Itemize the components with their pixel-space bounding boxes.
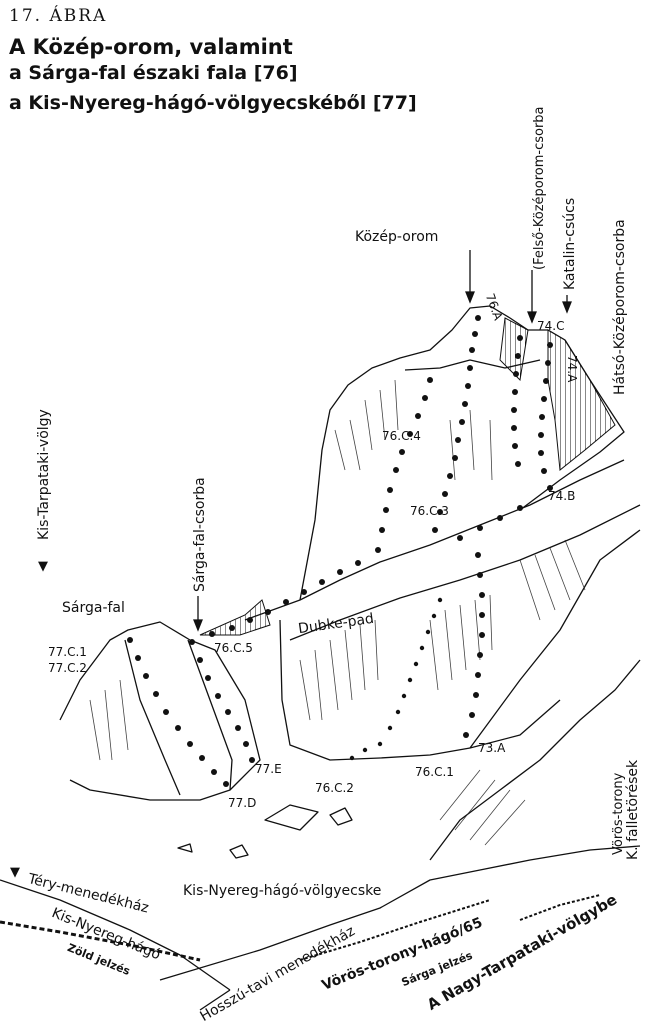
figure-number: 17. ÁBRA bbox=[9, 6, 108, 26]
route-code-76C5: 76.C.5 bbox=[214, 641, 253, 655]
rock-texture bbox=[89, 379, 586, 846]
figure-subtitle-2: a Kis-Nyereg-hágó-völgyecskéből [77] bbox=[9, 92, 417, 114]
route-77D-dots bbox=[127, 637, 229, 787]
arrows bbox=[193, 250, 572, 632]
hatched-faces bbox=[199, 317, 616, 636]
route-code-77C1: 77.C.1 bbox=[48, 645, 87, 659]
route-code-77E: 77.E bbox=[255, 762, 282, 776]
route-74A-dots bbox=[538, 342, 553, 491]
route-code-76C1: 76.C.1 bbox=[415, 765, 454, 779]
label-sarga-csorba: Sárga-fal-csorba bbox=[192, 477, 208, 592]
dubke-ledge bbox=[244, 459, 625, 621]
route-74C-dots bbox=[511, 335, 523, 467]
route-76C2-dots bbox=[349, 597, 443, 761]
label-voros-torony: Vörös-torony bbox=[611, 772, 626, 855]
route-code-76C4: 76.C.4 bbox=[382, 429, 421, 443]
sarga-fal-outline bbox=[59, 621, 261, 801]
figure-title: A Közép-orom, valamint bbox=[9, 35, 293, 59]
label-kozep-orom: Közép-orom bbox=[355, 229, 439, 245]
route-code-76C3: 76.C.3 bbox=[410, 504, 449, 518]
route-code-77C2: 77.C.2 bbox=[48, 661, 87, 675]
route-77E-dots bbox=[189, 639, 255, 763]
route-code-74B: 74.B bbox=[548, 489, 576, 503]
label-kis-tarpataki: Kis-Tarpataki-völgy bbox=[36, 409, 52, 540]
route-76A-dots bbox=[432, 315, 481, 533]
route-dubke-dots bbox=[209, 505, 523, 637]
route-76C1-dots bbox=[463, 552, 485, 738]
arrow-tery: ▼ bbox=[10, 865, 20, 880]
label-falletoresek: K. falletörések bbox=[625, 759, 641, 860]
massif-outline bbox=[299, 305, 625, 601]
label-sarga-fal: Sárga-fal bbox=[62, 600, 125, 616]
label-kis-nyereg-volgy: Kis-Nyereg-hágó-völgyecske bbox=[183, 883, 382, 899]
route-code-74C: 74.C bbox=[537, 319, 565, 333]
route-code-74A: 74.A bbox=[565, 355, 579, 383]
route-code-73A: 73.A bbox=[478, 741, 506, 755]
route-dots bbox=[127, 315, 553, 787]
route-76C4-dots bbox=[375, 377, 433, 553]
label-felso-csorba: (Felső-Középorom-csorba bbox=[532, 106, 547, 270]
arrow-kis-tarpataki: ▼ bbox=[38, 559, 48, 574]
figure-subtitle-1: a Sárga-fal északi fala [76] bbox=[9, 62, 298, 84]
route-code-77D: 77.D bbox=[228, 796, 257, 810]
route-code-76C2: 76.C.2 bbox=[315, 781, 354, 795]
label-katalin: Katalin-csúcs bbox=[562, 197, 578, 290]
trails bbox=[0, 894, 601, 962]
label-hatso-csorba: Hátsó-Középorom-csorba bbox=[612, 219, 628, 395]
